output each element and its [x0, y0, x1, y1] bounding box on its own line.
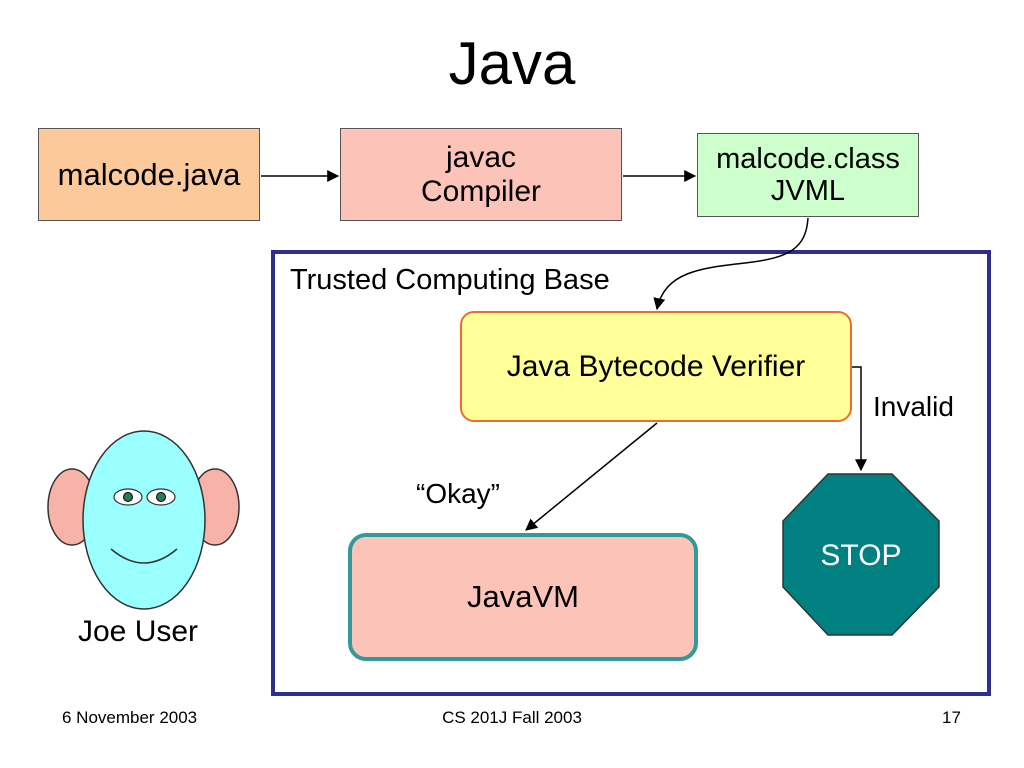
joe-user-label: Joe User [78, 615, 199, 648]
face [82, 430, 206, 610]
left-pupil [123, 492, 133, 502]
tcb-label: Trusted Computing Base [290, 264, 610, 296]
class-file-line-1: malcode.class [716, 143, 900, 175]
joe-user-face-icon [47, 430, 240, 610]
compiler-box: javac Compiler [340, 128, 622, 221]
okay-label: “Okay” [416, 478, 500, 509]
right-pupil [156, 492, 166, 502]
class-file-box: malcode.class JVML [697, 133, 919, 217]
slide-title: Java [448, 30, 576, 97]
stop-octagon [782, 473, 940, 636]
stop-label: STOP [820, 539, 901, 572]
bytecode-verifier-box: Java Bytecode Verifier [460, 311, 852, 422]
javavm-label: JavaVM [467, 579, 579, 614]
class-file-line-2: JVML [770, 175, 846, 207]
smile [110, 548, 178, 564]
arrow-verifier-to-stop [852, 366, 867, 472]
footer-page-number: 17 [942, 708, 961, 727]
source-file-label: malcode.java [57, 156, 241, 192]
stop-sign: STOP [782, 473, 940, 636]
javavm-box: JavaVM [348, 533, 698, 661]
compiler-line-1: javac [445, 140, 517, 174]
arrow-verifier-to-jvm [525, 422, 658, 531]
verifier-label: Java Bytecode Verifier [506, 349, 806, 383]
arrow-class-to-verifier [653, 217, 809, 311]
compiler-line-2: Compiler [420, 174, 542, 208]
invalid-label: Invalid [873, 391, 954, 422]
footer-course: CS 201J Fall 2003 [442, 708, 582, 727]
trusted-computing-base-frame [271, 250, 991, 696]
footer-date: 6 November 2003 [62, 708, 198, 727]
source-file-box: malcode.java [38, 128, 260, 221]
